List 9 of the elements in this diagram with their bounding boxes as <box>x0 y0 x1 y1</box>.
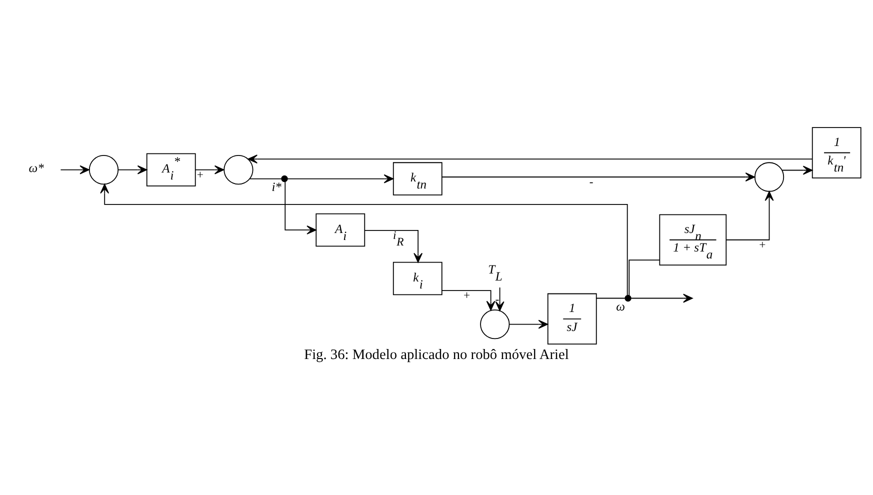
caption: Fig. 36: Modelo aplicado no robô móvel Ariel <box>304 347 569 364</box>
edge-label: + <box>196 168 204 182</box>
edge-label: + <box>758 238 766 252</box>
node-text: ω* <box>28 161 44 176</box>
node-label: i* <box>272 180 282 194</box>
edge-label: - <box>495 293 500 306</box>
edge-label: + <box>462 289 471 302</box>
edge-label: - <box>589 175 594 188</box>
node-label: ω <box>616 299 626 314</box>
